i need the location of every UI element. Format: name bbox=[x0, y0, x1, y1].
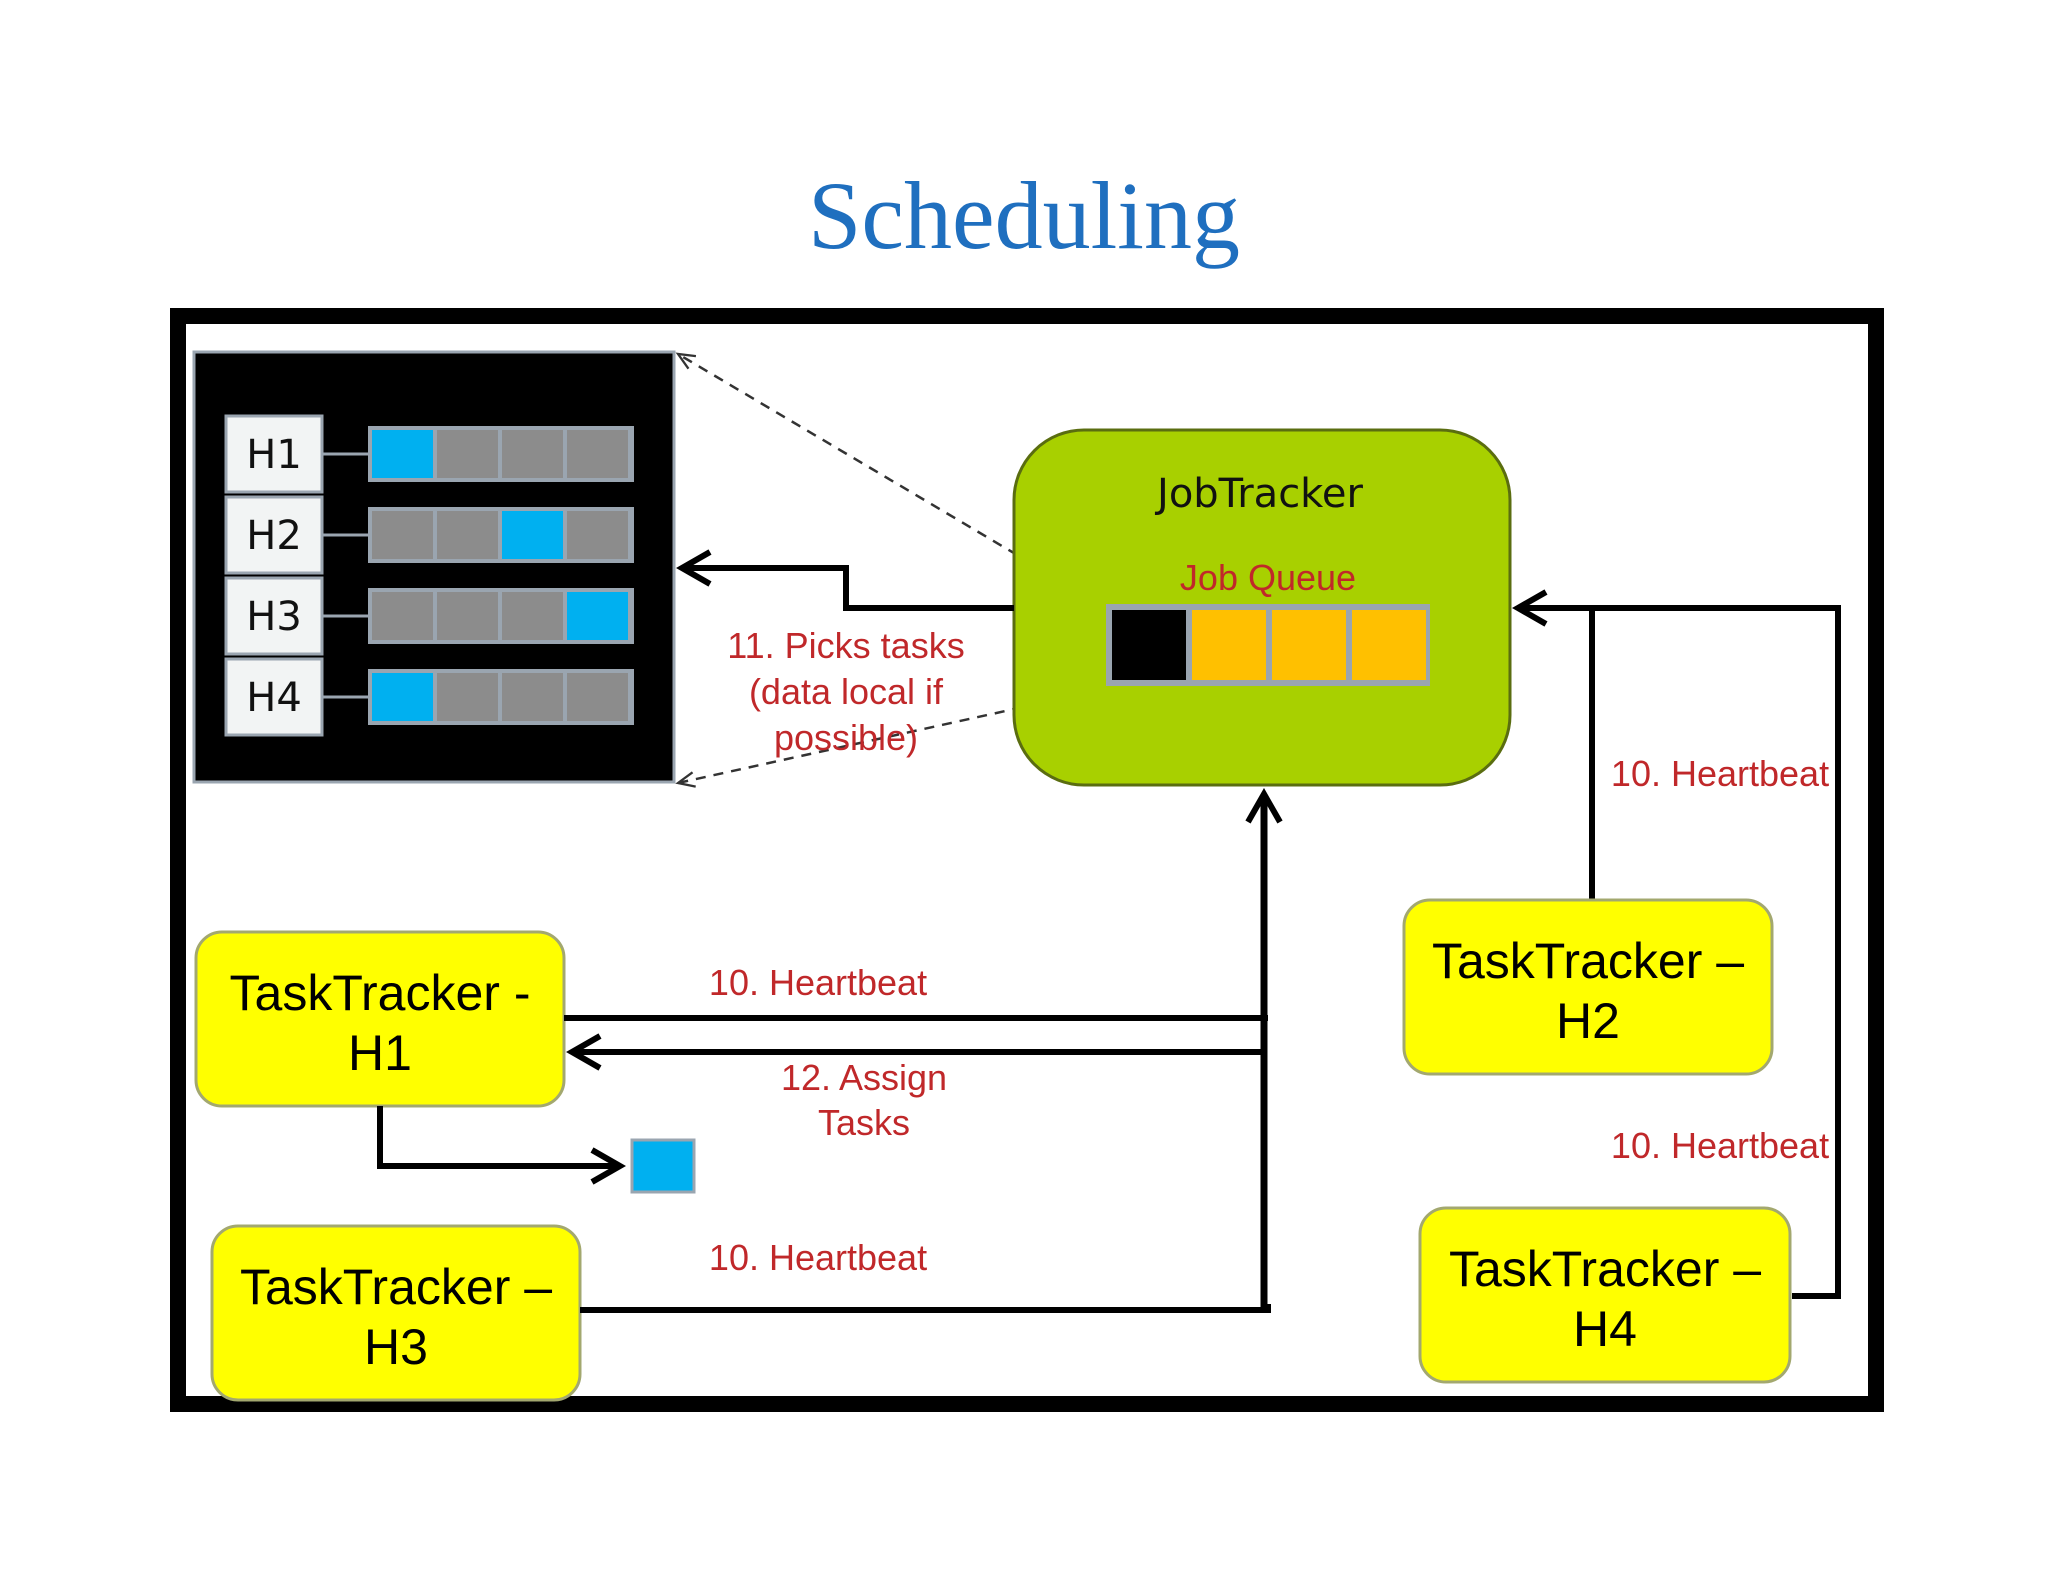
host-slot bbox=[437, 673, 498, 721]
host-slot bbox=[372, 511, 433, 559]
assign-tasks-label: Tasks bbox=[818, 1102, 910, 1143]
host-slot bbox=[437, 430, 498, 478]
host-label: H3 bbox=[246, 594, 302, 640]
heartbeat-h4-line bbox=[1592, 605, 1841, 1299]
task-run-arrow bbox=[377, 1106, 620, 1166]
heartbeat-h1-label: 10. Heartbeat bbox=[709, 962, 927, 1003]
host-label-box bbox=[224, 414, 324, 494]
tasktracker-h1-label: H1 bbox=[348, 1025, 412, 1081]
host-slot bbox=[567, 511, 628, 559]
assigned-task-block bbox=[630, 1138, 696, 1194]
host-slot-active bbox=[372, 430, 433, 478]
host-slot-active bbox=[502, 511, 563, 559]
tasktracker-h4-box bbox=[1418, 1206, 1792, 1384]
picks-tasks-arrow bbox=[682, 568, 1014, 611]
host-slot-active bbox=[567, 592, 628, 640]
heartbeat-h2-label: 10. Heartbeat bbox=[1611, 753, 1829, 794]
tasktracker-h1-label: TaskTracker - bbox=[230, 965, 531, 1021]
tasktracker-h2-label: TaskTracker – bbox=[1432, 933, 1744, 989]
host-label-box bbox=[224, 495, 324, 575]
host-slot bbox=[567, 673, 628, 721]
job-queue-slot bbox=[1352, 610, 1426, 680]
host-label: H1 bbox=[246, 432, 302, 478]
tasktracker-h4-label: H4 bbox=[1573, 1301, 1637, 1357]
host-slot bbox=[437, 592, 498, 640]
job-queue-head bbox=[1112, 610, 1186, 680]
heartbeat-h4-label: 10. Heartbeat bbox=[1611, 1125, 1829, 1166]
heartbeat-h3-label: 10. Heartbeat bbox=[709, 1237, 927, 1278]
dashed-arrow-upper bbox=[675, 352, 1111, 612]
slide-title: Scheduling bbox=[808, 162, 1240, 269]
host-slot bbox=[502, 592, 563, 640]
job-queue-slot bbox=[1192, 610, 1266, 680]
tasktracker-h2-box bbox=[1402, 898, 1774, 1076]
host-label: H2 bbox=[246, 513, 302, 559]
host-label: H4 bbox=[246, 675, 302, 721]
host-slot bbox=[502, 673, 563, 721]
picks-tasks-label: (data local if bbox=[749, 671, 944, 712]
tasktracker-h3-label: TaskTracker – bbox=[240, 1259, 552, 1315]
picks-tasks-label: 11. Picks tasks bbox=[727, 625, 964, 666]
tasktracker-h4-label: TaskTracker – bbox=[1449, 1241, 1761, 1297]
jobtracker-title: JobTracker bbox=[1154, 471, 1364, 517]
tasktracker-h2-label: H2 bbox=[1556, 993, 1620, 1049]
host-slot bbox=[437, 511, 498, 559]
host-label-box bbox=[224, 576, 324, 656]
host-slot bbox=[372, 592, 433, 640]
heartbeat-h3-line bbox=[580, 1304, 1271, 1313]
assign-tasks-label: 12. Assign bbox=[781, 1057, 947, 1098]
host-label-box bbox=[224, 657, 324, 737]
host-slot-active bbox=[372, 673, 433, 721]
picks-tasks-label: possible) bbox=[774, 717, 918, 758]
host-slot bbox=[567, 430, 628, 478]
job-queue-label: Job Queue bbox=[1180, 557, 1356, 598]
tasktracker-h3-label: H3 bbox=[364, 1319, 428, 1375]
job-queue-slot bbox=[1272, 610, 1346, 680]
host-slot bbox=[502, 430, 563, 478]
